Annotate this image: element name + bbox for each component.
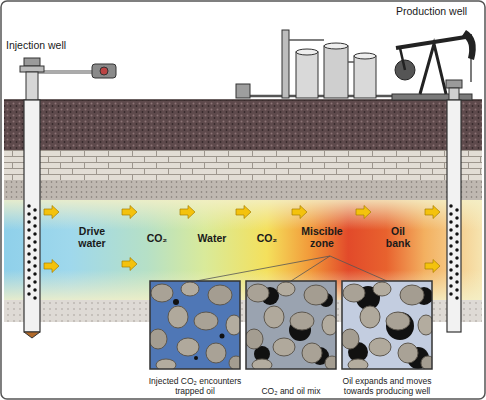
well-label: Production well	[396, 6, 484, 18]
well-label: Injection well	[6, 40, 96, 52]
zone-label: Miscible zone	[295, 226, 349, 249]
inset-caption: CO₂ and oil mix	[241, 387, 341, 400]
inset-panel: Injected CO₂ encounters trapped oil	[145, 281, 245, 400]
zone-label: CO₂	[139, 233, 175, 245]
zone-label: Oil bank	[381, 226, 415, 249]
zone-label: Water	[190, 233, 234, 245]
inset-caption: Oil expands and moves towards producing …	[337, 377, 437, 400]
inset-panel: CO₂ and oil mix	[241, 281, 341, 400]
inset-caption: Injected CO₂ encounters trapped oil	[145, 377, 245, 400]
inset-panel: Oil expands and moves towards producing …	[337, 281, 437, 400]
zone-label: Drive water	[72, 226, 112, 249]
zone-label: CO₂	[249, 233, 285, 245]
